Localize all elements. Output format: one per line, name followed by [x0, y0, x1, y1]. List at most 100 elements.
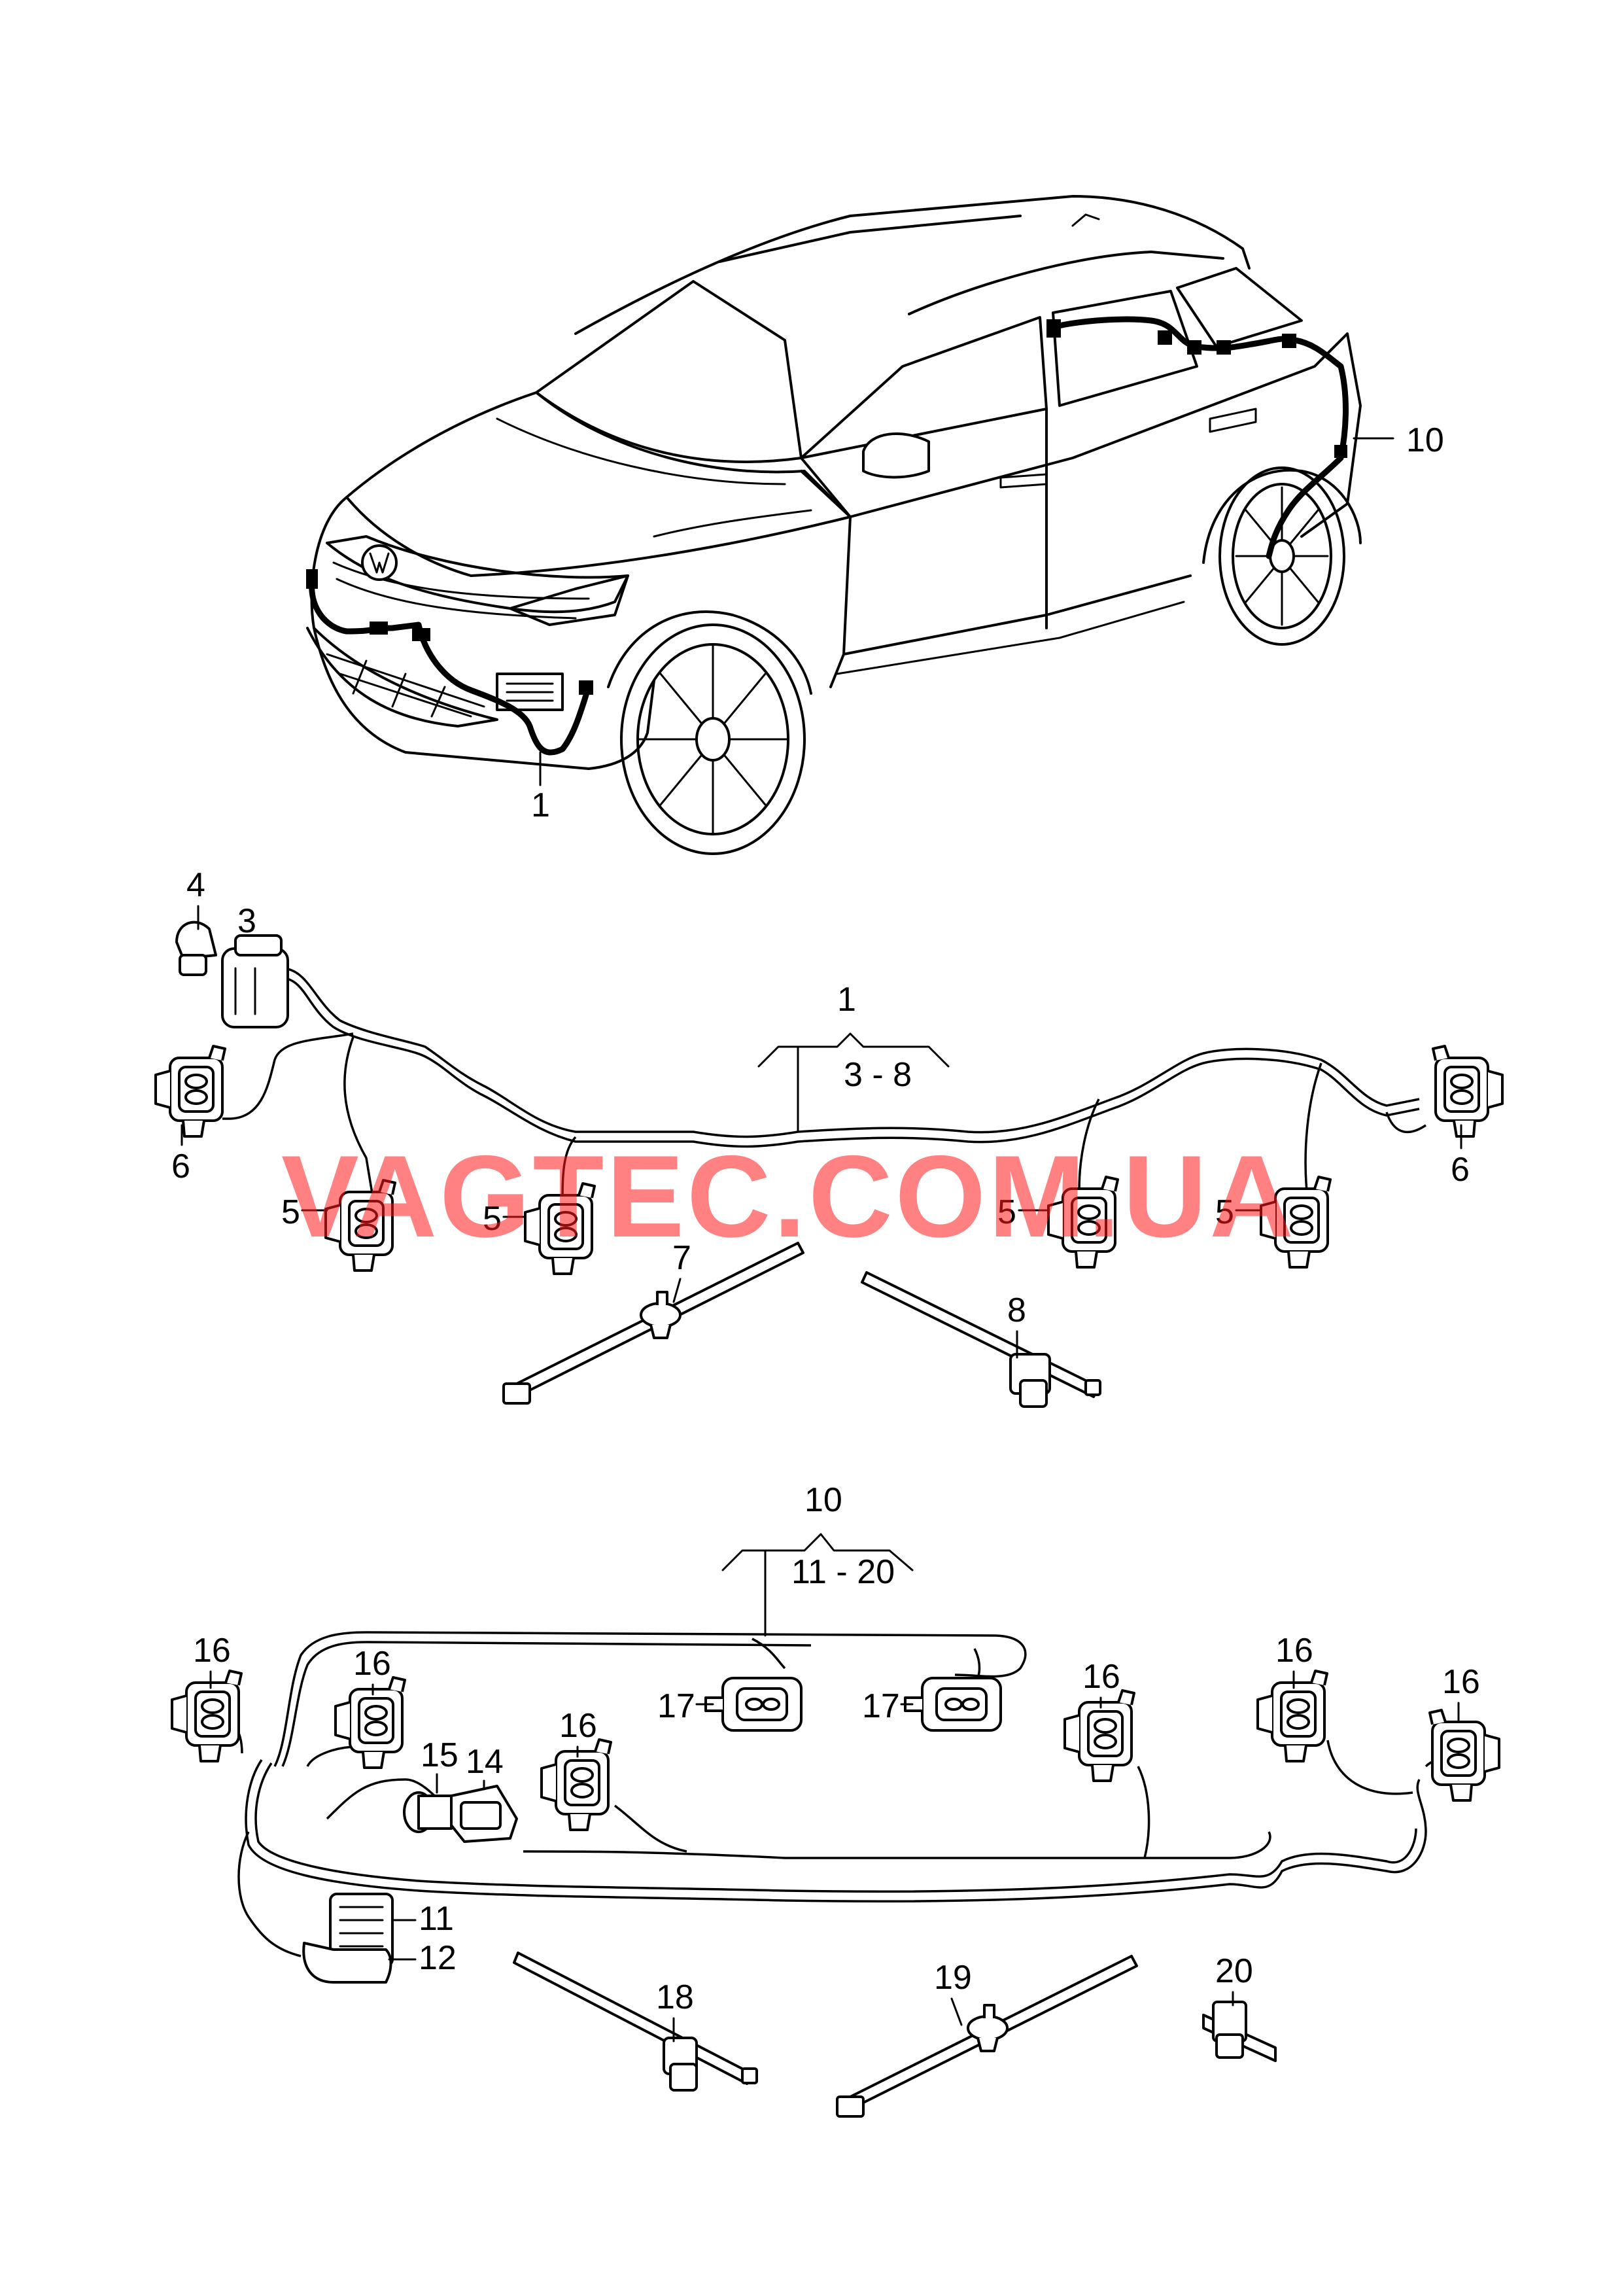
headlight — [509, 574, 629, 626]
part-16-sensor-b — [334, 1676, 406, 1769]
rear-harness-top-2 — [281, 1641, 812, 1767]
callout-16d: 16 — [1082, 1658, 1120, 1696]
group-rear-bracket — [721, 1533, 914, 1571]
part-12-boot — [302, 1942, 392, 1984]
callout-1-car: 1 — [531, 786, 550, 824]
callout-8: 8 — [1007, 1291, 1026, 1329]
rear-harness-plug-f — [1334, 445, 1347, 458]
part-3-connector — [221, 934, 289, 1028]
rear-harness-plug-d — [1217, 340, 1231, 355]
callout-4: 4 — [186, 866, 205, 904]
part-11-connector — [329, 1893, 394, 1967]
front-bumper — [310, 496, 655, 770]
rear-harness-plug-e — [1282, 334, 1296, 348]
lower-intake — [306, 627, 498, 727]
fog-light-detail — [506, 682, 554, 702]
callout-5d: 5 — [1215, 1193, 1234, 1231]
rear-harness-in-car — [1050, 316, 1349, 559]
front-wheel — [607, 610, 812, 855]
rear-harness-top — [273, 1631, 1027, 1767]
callout-11: 11 — [419, 1900, 454, 1938]
callout-18: 18 — [656, 1978, 694, 2016]
callout-17b: 17 — [862, 1687, 900, 1725]
front-branch-6l — [222, 1032, 354, 1120]
side-mirror — [862, 432, 930, 479]
part-16-sensor-e — [1256, 1670, 1328, 1762]
group-rear-title: 10 — [804, 1481, 842, 1519]
rear-harness-14 — [326, 1778, 446, 1820]
front-harness-outline-2 — [281, 977, 1420, 1148]
front-harness-plug-left — [306, 569, 318, 589]
callout-14: 14 — [466, 1743, 504, 1781]
callout-10-car: 10 — [1406, 421, 1444, 459]
sill-line — [836, 601, 1185, 675]
group-front-title: 1 — [837, 981, 856, 1019]
rear-branch-16b — [306, 1745, 357, 1767]
intake-mesh — [326, 653, 485, 718]
callout-17a: 17 — [657, 1687, 695, 1725]
front-branch-6r — [1385, 1112, 1426, 1133]
group-front-range: 3 - 8 — [844, 1056, 912, 1094]
part-6-sensor-right — [1432, 1045, 1504, 1138]
front-branch-5a — [343, 1036, 374, 1198]
rear-quarter-window — [1176, 267, 1303, 348]
car-body-side — [800, 332, 1362, 688]
rear-branch-16d — [1137, 1766, 1150, 1859]
front-branch-5c — [1078, 1098, 1100, 1191]
rear-branch-16c — [613, 1804, 687, 1853]
rear-branch-17a — [752, 1638, 786, 1670]
rear-harness-inner — [523, 1831, 1271, 1859]
part-6-sensor-left — [154, 1045, 226, 1138]
antenna — [1071, 213, 1100, 227]
part-16-sensor-d — [1063, 1689, 1135, 1782]
hood-crease — [496, 417, 812, 538]
callout-20: 20 — [1215, 1952, 1253, 1990]
vw-logo-mark — [369, 552, 390, 574]
callout-7: 7 — [672, 1239, 691, 1277]
callout-6-left: 6 — [171, 1148, 190, 1185]
rear-harness-main-2 — [254, 1762, 1417, 1893]
front-parts-group: 1 3 - 8 4 3 6 5 — [154, 866, 1504, 1408]
leader-7 — [672, 1278, 682, 1303]
group-rear-range: 11 - 20 — [791, 1553, 895, 1591]
part-18-cable-tie — [513, 1952, 758, 2092]
callout-15: 15 — [421, 1736, 458, 1774]
car-roof-line — [574, 195, 1251, 335]
group-front-bracket — [757, 1032, 950, 1068]
rear-harness-plug-a — [1046, 319, 1061, 338]
rear-door-handle — [1209, 408, 1257, 433]
callout-16e: 16 — [1275, 1632, 1313, 1670]
callout-3: 3 — [237, 902, 256, 940]
callout-5b: 5 — [483, 1200, 502, 1238]
callout-12: 12 — [419, 1939, 457, 1977]
front-harness-outline — [281, 967, 1420, 1138]
callout-5a: 5 — [281, 1193, 300, 1231]
part-16-sensor-c — [540, 1738, 612, 1831]
part-8-cable-tie — [861, 1271, 1101, 1408]
watermark: VAGTEC.COM.UA — [281, 1131, 1296, 1261]
part-16-sensor-f — [1428, 1709, 1500, 1802]
roof-rail — [718, 215, 1224, 315]
rear-harness-plug-b — [1158, 330, 1172, 345]
front-harness-plug-right — [412, 628, 430, 641]
part-19-cable-tie — [836, 1955, 1138, 2118]
car-illustration: 1 10 — [306, 195, 1444, 855]
part-20-clip — [1202, 2001, 1277, 2062]
part-7-cable-tie — [502, 1242, 804, 1405]
rear-branch-16e — [1326, 1740, 1413, 1795]
windscreen — [535, 280, 803, 463]
part-15-seal — [403, 1791, 453, 1833]
front-branch-5d — [1304, 1062, 1322, 1204]
rear-harness-plug-c — [1187, 340, 1201, 355]
callout-19: 19 — [934, 1959, 972, 1997]
rear-door-window — [1052, 290, 1198, 407]
part-16-sensor-a — [171, 1670, 243, 1762]
front-harness-plug-center — [370, 622, 388, 635]
callout-16b: 16 — [353, 1645, 391, 1683]
rear-harness-lower — [237, 1831, 302, 1957]
rear-wheel — [1202, 466, 1362, 646]
callout-16a: 16 — [193, 1632, 231, 1670]
rear-parts-group: 10 11 - 20 16 16 16 16 16 — [171, 1481, 1500, 2118]
rear-harness-main — [245, 1759, 1427, 1903]
